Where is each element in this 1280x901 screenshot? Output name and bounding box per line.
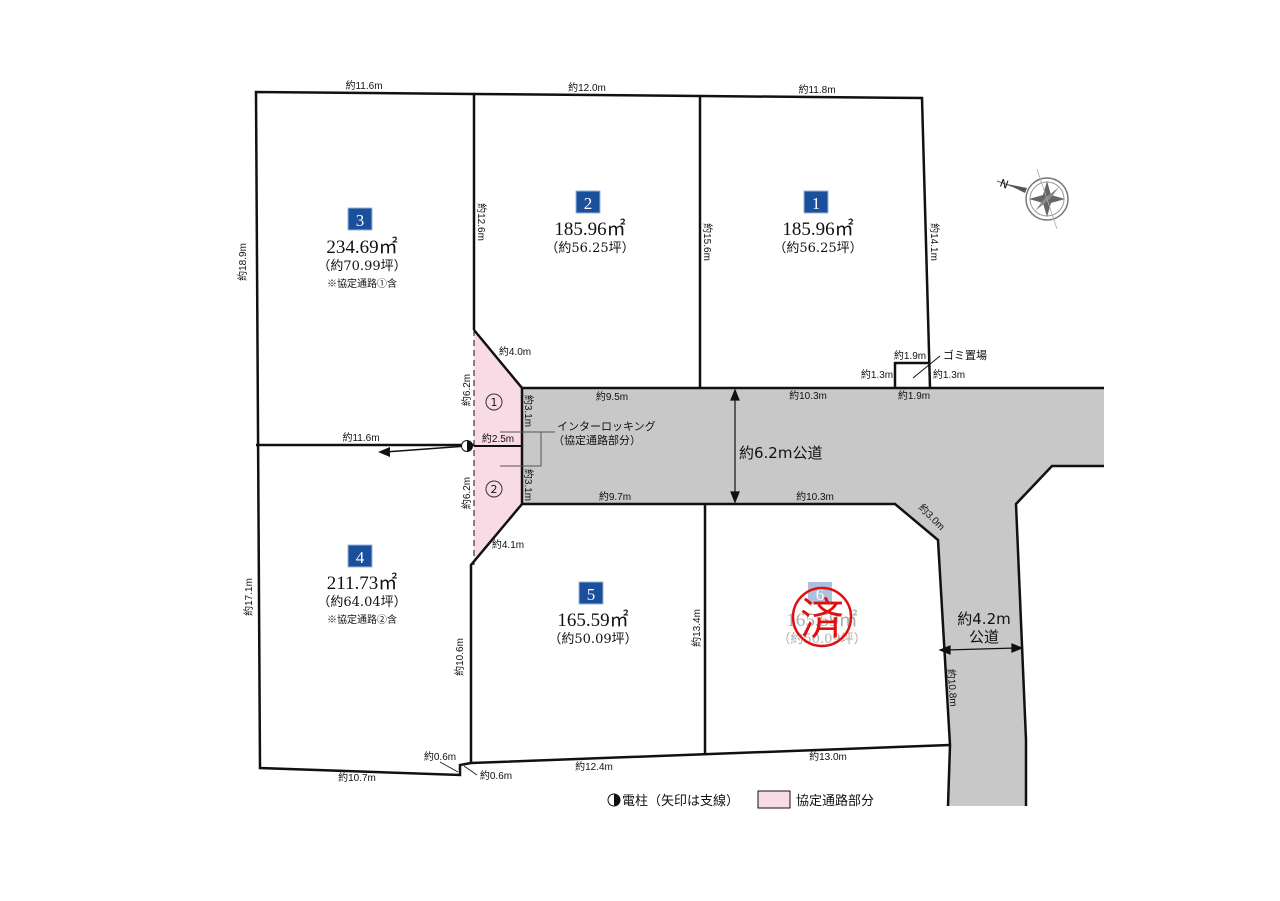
legend-shared-road-swatch	[757, 790, 791, 809]
dimensions-pole_len: 約2.5m	[482, 432, 514, 445]
lots-2-area: 234.69㎡	[326, 235, 397, 258]
lots-3-note: ※協定通路②含	[327, 613, 397, 626]
sold-stamp: 済	[791, 586, 853, 648]
dimensions-left_3: 約18.9m	[236, 243, 249, 281]
side-road-width-label: 約4.2m	[957, 610, 1010, 628]
dimensions-mid_34: 約11.6m	[342, 431, 379, 444]
road-width-arrow	[730, 388, 1024, 655]
dimensions-left_4: 約17.1m	[242, 578, 255, 616]
dimensions-gomi_right: 約1.3m	[933, 368, 965, 381]
lots-2-tsubo: （約70.99坪）	[317, 259, 406, 274]
lot-5-label: 5 165.59㎡ （約50.09坪）	[548, 581, 638, 647]
dimensions-road_side: 約10.8m	[945, 668, 961, 707]
dimension-labels: 約11.6m 約12.0m 約11.8m 約4.0m 約11.6m 約2.5m …	[236, 79, 965, 784]
dimensions-notch_1: 約0.6m	[424, 750, 456, 763]
dimensions-notch_2: 約0.6m	[480, 769, 512, 782]
lot-3-label: 3 234.69㎡ （約70.99坪） ※協定通路①含	[317, 207, 407, 290]
lots-5-area: 165.59㎡	[786, 608, 857, 631]
lot-4-label: 4 211.73㎡ （約64.04坪） ※協定通路②含	[317, 544, 407, 626]
dimensions-pink_2: 約6.2m	[460, 477, 473, 509]
dimensions-div_56: 約13.4m	[690, 609, 703, 647]
north-label: N	[998, 177, 1010, 192]
interlocking-label: インターロッキング	[557, 419, 656, 433]
lots-3-number: 4	[356, 548, 365, 567]
dimensions-bottom_5: 約12.4m	[575, 760, 613, 773]
lot-2-label: 2 185.96㎡ （約56.25坪）	[545, 190, 635, 256]
lots-1-tsubo: （約56.25坪）	[545, 241, 634, 256]
lot-boundaries	[254, 90, 1104, 807]
dimensions-road_bot_2: 約10.3m	[796, 490, 834, 503]
compass-icon: N	[996, 168, 1069, 230]
dimensions-top_1: 約11.8m	[798, 83, 835, 96]
lots-3-area: 211.73㎡	[327, 571, 398, 594]
shared-road-labels: 1 2	[485, 393, 503, 498]
lot-1-label: 1 185.96㎡ （約56.25坪）	[773, 190, 863, 256]
shared-road-2	[471, 446, 522, 565]
dimensions-top_2: 約12.0m	[568, 81, 606, 94]
lots-1-area: 185.96㎡	[554, 217, 625, 240]
lots-1-number: 2	[584, 194, 593, 213]
dimensions-div_12: 約15.6m	[701, 223, 714, 261]
svg-text:2: 2	[491, 483, 498, 496]
legend-shared-road-label: 協定通路部分	[796, 793, 874, 809]
lots-4-tsubo: （約50.09坪）	[548, 632, 637, 647]
gomi-label: ゴミ置場	[943, 348, 987, 362]
dimensions-road_top_1: 約9.5m	[596, 390, 628, 403]
dimensions-gomi_left: 約1.3m	[861, 368, 893, 381]
public-road-main	[522, 388, 1104, 806]
gomi-leader	[912, 355, 941, 379]
dimensions-road_top_3: 約1.9m	[898, 389, 930, 402]
utility-pole-icon	[378, 440, 473, 457]
dimensions-diag_1: 約4.0m	[499, 345, 531, 358]
pole-legend-icon	[607, 793, 621, 807]
legend-pole-label: 電柱（矢印は支線）	[622, 793, 739, 809]
lots-5-number: 6	[816, 585, 825, 604]
sold_stamp: 済	[800, 594, 844, 645]
lots-0-area: 185.96㎡	[782, 217, 853, 240]
dimensions-road_top_2: 約10.3m	[789, 389, 827, 402]
interlocking-leader	[500, 431, 555, 467]
lots-4-number: 5	[587, 585, 596, 604]
side-road-type-label: 公道	[969, 628, 999, 646]
dimensions-div_23: 約12.6m	[475, 203, 488, 241]
dimensions-road_bot_1: 約9.7m	[599, 490, 631, 503]
main-road-label: 約6.2m公道	[739, 444, 822, 462]
dimensions-road_w1: 約3.1m	[522, 395, 535, 427]
interlocking-sub-label: （協定通路部分）	[553, 433, 641, 447]
dimensions-bottom_6: 約13.0m	[809, 750, 847, 763]
dimensions-right_1: 約14.1m	[928, 223, 941, 261]
dimensions-road_w2: 約3.1m	[522, 469, 535, 501]
lots-0-number: 1	[812, 194, 821, 213]
svg-text:1: 1	[491, 396, 498, 409]
dimensions-left_5: 約10.6m	[453, 638, 466, 676]
dimensions-top_3: 約11.6m	[345, 79, 382, 92]
lots-2-note: ※協定通路①含	[327, 277, 397, 290]
lots-0-tsubo: （約56.25坪）	[773, 241, 862, 256]
dimensions-bottom_4: 約10.7m	[338, 771, 376, 784]
shared-road-1	[474, 330, 522, 446]
lots-3-tsubo: （約64.04坪）	[317, 595, 406, 610]
legend: 電柱（矢印は支線） 協定通路部分	[607, 790, 874, 809]
dimensions-pink_1: 約6.2m	[460, 374, 473, 406]
dimensions-gomi_top: 約1.9m	[894, 349, 926, 362]
dimensions-diag_2: 約4.1m	[492, 538, 524, 551]
lots-4-area: 165.59㎡	[557, 608, 628, 631]
lots-2-number: 3	[356, 211, 365, 230]
